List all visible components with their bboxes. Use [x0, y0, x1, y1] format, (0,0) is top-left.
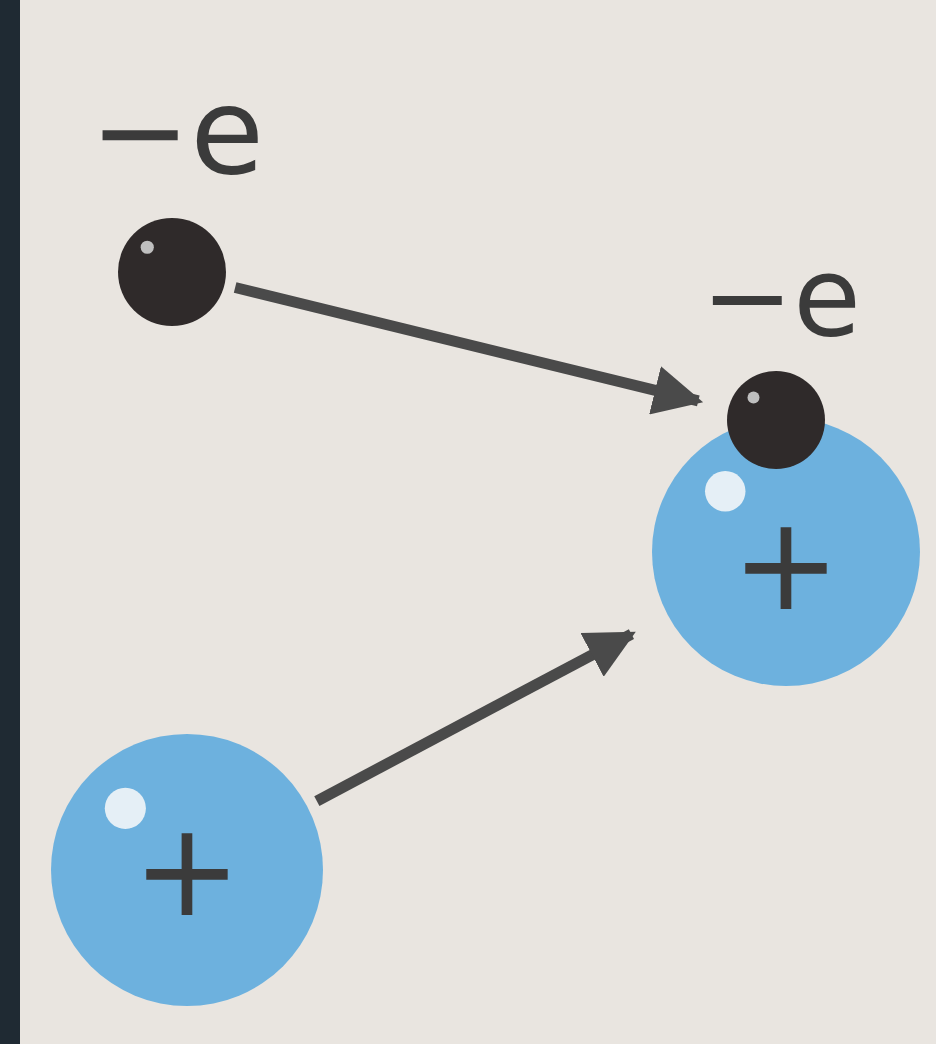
- edge-strip: [0, 0, 20, 1044]
- charge-sign: +: [133, 805, 242, 935]
- motion-arrow: [235, 287, 698, 400]
- electron: −e: [117, 217, 227, 327]
- charge-sign: +: [732, 499, 841, 629]
- electron-shape: [726, 370, 826, 470]
- electron-shape: [117, 217, 227, 327]
- motion-arrow: [317, 634, 632, 801]
- positive-ion: +: [50, 733, 324, 1007]
- charge-label: −e: [90, 72, 264, 192]
- electron: −e: [726, 370, 826, 470]
- charge-label: −e: [701, 242, 861, 352]
